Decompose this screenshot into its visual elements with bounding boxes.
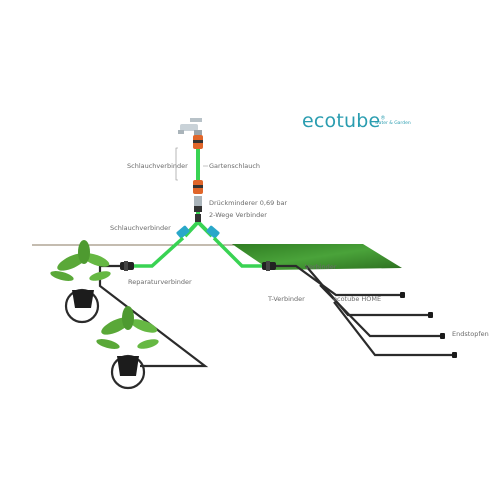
right-supply-hose	[212, 236, 262, 268]
brand-tagline: water & Garden	[375, 121, 411, 126]
two-way-connector-icon	[176, 212, 220, 239]
label-reparaturverbinder: Reparaturverbinder	[128, 278, 192, 286]
connector-bracket	[175, 147, 178, 181]
label-verbinder: Verbinder	[305, 263, 337, 271]
label-schlauchverbinder-left: Schlauchverbinder	[110, 224, 171, 232]
right-drip-lines	[276, 264, 452, 357]
faucet-icon	[178, 118, 202, 135]
label-ecotube-home: ecotube HOME	[333, 295, 382, 303]
brand-logo: ecotube®	[302, 112, 386, 131]
potted-plant-icon	[50, 240, 111, 308]
pressure-reducer-icon	[193, 180, 203, 212]
potted-plant-icon	[96, 306, 159, 376]
label-endstopfen: Endstopfen	[452, 330, 489, 338]
hose-connector-top-icon	[193, 135, 203, 149]
left-supply-hose	[132, 236, 185, 268]
label-t-verbinder: T-Verbinder	[268, 295, 305, 303]
label-druckminderer: Drückminderer 0,69 bar	[209, 199, 288, 207]
end-plugs-icon	[400, 292, 457, 358]
repair-connector-icon	[120, 261, 134, 271]
registered-mark: ®	[380, 115, 386, 122]
label-schlauchverbinder-top: Schlauchverbinder	[127, 162, 188, 170]
label-zwei-wege-verbinder: 2-Wege Verbinder	[209, 211, 267, 219]
label-gartenschlauch: Gartenschlauch	[209, 162, 261, 170]
brand-name: ecotube	[302, 110, 381, 132]
lawn-connector-icon	[262, 261, 276, 271]
